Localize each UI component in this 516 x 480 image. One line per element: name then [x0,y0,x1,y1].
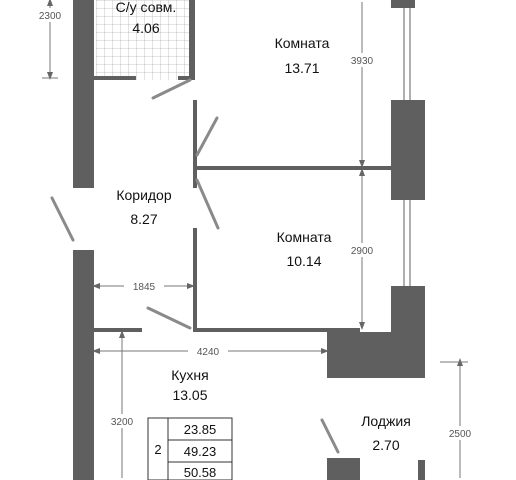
room-labels: С/у совм. 4.06 Комната 13.71 Коридор 8.2… [116,0,411,453]
dim-kitchen-height: 3200 [111,417,134,428]
room-top-door [195,116,219,157]
kitchen-area: 13.05 [172,387,207,403]
summary-total-with-loggia: 50.58 [184,465,217,480]
rooms-divider-wall [193,166,393,170]
kitchen-top-wall-stub [94,328,142,332]
corridor-upper-partition [193,100,197,188]
room-mid-bottom-wall [193,328,360,332]
room-mid-door [195,178,220,230]
bathroom-door-jamb [178,76,195,80]
bathroom-right-wall [189,0,195,76]
right-pier-lower [391,286,425,378]
windows [403,8,411,286]
dim-room-top-height: 3930 [351,56,374,67]
loggia-name: Лоджия [361,413,411,429]
corridor-area: 8.27 [130,211,157,227]
bathroom-name: С/у совм. [116,0,177,15]
dim-corridor-width: 1845 [133,282,156,293]
right-window-jamb [418,460,425,480]
bathroom-door [151,78,192,100]
summary-total-area: 49.23 [184,444,217,459]
room-top-area: 13.71 [284,60,319,76]
left-wall-upper [73,0,94,188]
dim-kitchen-width: 4240 [197,347,220,358]
room-mid-name: Комната [277,229,332,245]
left-wall-lower [73,250,94,480]
area-summary-table [147,417,233,480]
corridor-lower-partition [193,228,197,332]
bathroom-tile-floor [96,0,192,80]
dim-loggia-height: 2500 [449,429,472,440]
right-pier-mid [391,100,425,200]
dim-room-mid-height: 2900 [351,246,374,257]
walls [73,0,425,480]
loggia-wall [327,458,360,480]
entrance-door [50,196,75,242]
room-mid-area: 10.14 [286,253,321,269]
bathroom-area: 4.06 [132,20,159,36]
bathroom-bottom-wall [94,76,136,80]
doors [50,78,340,454]
kitchen-name: Кухня [171,367,208,383]
room-top-name: Комната [275,35,330,51]
dimension-labels: 2300 3930 2900 1845 4240 3200 2500 [32,8,478,440]
loggia-area: 2.70 [372,437,399,453]
summary-living-area: 23.85 [184,422,217,437]
summary-rooms-count: 2 [154,442,161,457]
right-window-top [391,0,415,8]
loggia-corner-block [327,332,391,378]
loggia-door [320,418,340,454]
dim-bathroom-height: 2300 [39,11,62,22]
corridor-name: Коридор [116,187,172,203]
kitchen-door [146,306,192,330]
